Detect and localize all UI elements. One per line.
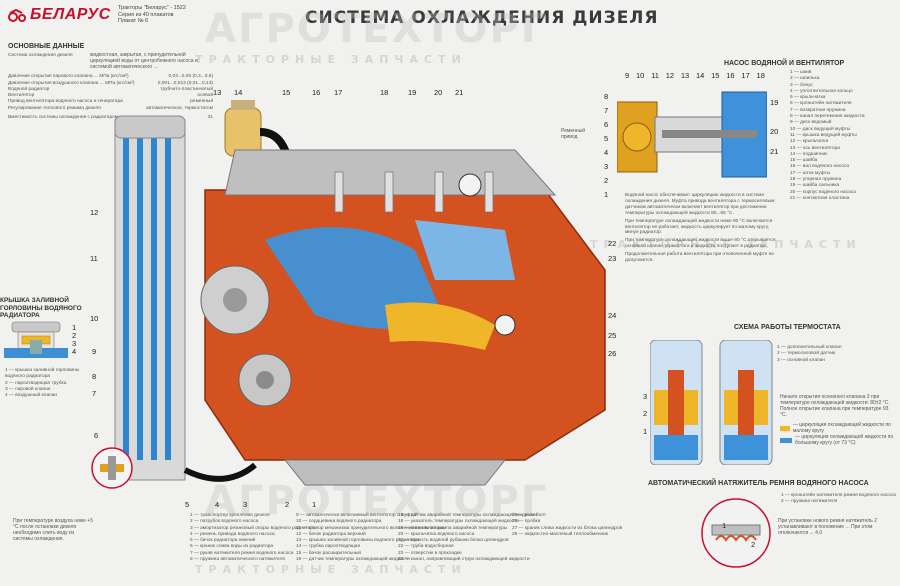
spec-row: Система охлаждения дизеля (8, 53, 73, 58)
callout-number: 2 (285, 500, 290, 509)
watermark-top: АГРОТЕХТОРГ (205, 6, 549, 52)
callout-number: 21 (455, 88, 464, 97)
callout-number: 16 (312, 88, 321, 97)
callout-number: 3 (72, 339, 77, 348)
callout-number: 2 (643, 409, 648, 418)
belt-tensioner-drawing (701, 498, 771, 568)
callout-number: 5 (185, 500, 190, 509)
callout-number: 2 (72, 331, 77, 340)
water-pump-fan-drawing (617, 91, 767, 178)
callout-number: 10 (90, 314, 99, 323)
callout-number: 1 (72, 323, 77, 332)
main-legend-col2: 9 — автоматически включаемый вентилятор … (296, 513, 444, 563)
brand-name: БЕЛАРУС (30, 6, 111, 23)
callout-number: 19 (770, 98, 779, 107)
callout-number: 1 (643, 427, 648, 436)
callout-number: 12 (90, 208, 99, 217)
callout-number: 1 (312, 500, 317, 509)
callout-number: 9 (92, 347, 97, 356)
callout-number: 21 (770, 147, 779, 156)
callout-number: 13 (213, 88, 222, 97)
thermostat-title: СХЕМА РАБОТЫ ТЕРМОСТАТА (734, 324, 841, 331)
callout-number: 15 (282, 88, 291, 97)
callout-number: 22 (608, 239, 617, 248)
thermostat-legend: 1 — дополнительный клапан 2 — термосилов… (777, 345, 842, 363)
thermostat-notes: Начало открытия основного клапана 3 при … (780, 394, 890, 418)
pump-top-callouts: 9 10 11 12 13 14 15 16 17 18 (625, 71, 765, 80)
header-info: Тракторы "Беларус" - 1522 Серия из 40 пл… (118, 5, 186, 25)
radiator-cap-legend: 1 — крышка заливной горловины водяного р… (5, 368, 80, 399)
tensioner-title: АВТОМАТИЧЕСКИЙ НАТЯЖИТЕЛЬ РЕМНЯ ВОДЯНОГО… (648, 480, 869, 487)
watermark-bottom: АГРОТЕХТОРГ (205, 478, 549, 524)
pump-left-callouts: 8 7 6 5 4 3 2 1 (604, 92, 609, 199)
watermark-mid-sub: ТРАКТОРНЫЕ ЗАПЧАСТИ (590, 238, 862, 251)
callout-number: 20 (434, 88, 443, 97)
spec-value: жидкостная, закрытая, с принудительной ц… (90, 52, 198, 71)
callout-number: 23 (608, 254, 617, 263)
tensioner-legend: 1 — кронштейн натяжителя ремня водяного … (781, 493, 896, 505)
radiator-cap-drawing (4, 321, 68, 358)
drain-cock-detail (91, 447, 133, 489)
radiator-cap-title: КРЫШКА ЗАЛИВНОЙ ГОРЛОВИНЫ ВОДЯНОГО РАДИА… (0, 297, 82, 319)
page-title: СИСТЕМА ОХЛАЖДЕНИЯ ДИЗЕЛЯ (305, 8, 659, 28)
tractor-logo-icon (8, 8, 26, 22)
callout-number: 11 (90, 254, 98, 263)
callout-number: 4 (72, 347, 77, 356)
small-circuit-swatch (780, 425, 790, 431)
callout-number: 8 (92, 372, 97, 381)
pump-fan-title: НАСОС ВОДЯНОЙ И ВЕНТИЛЯТОР (724, 60, 845, 67)
thermostat-diagram (650, 340, 773, 465)
basic-data-panel: ОСНОВНЫЕ ДАННЫЕ Система охлаждения дизел… (8, 43, 213, 121)
callout-number: 6 (94, 431, 99, 440)
engine-cutaway-illustration (114, 100, 606, 486)
header-info-line: Серия из 40 плакатов (118, 11, 174, 18)
header-info-line: Плакат № 6 (118, 18, 149, 24)
callout-number: 1 (722, 521, 727, 530)
winter-drain-note: При температуре воздуха ниже +5 °С после… (13, 518, 93, 542)
callout-number: 2 (751, 540, 756, 549)
spec-row: Привод вентилятора водяного насоса и ген… (8, 99, 213, 105)
callout-number: 26 (608, 349, 617, 358)
system-description: Водяной насос обеспечивает циркуляцию жи… (625, 193, 776, 264)
spec-row: Давление открытия воздушного клапана ...… (8, 80, 213, 86)
callout-number: 7 (92, 389, 97, 398)
main-legend-col3: 17 — датчик аварийной температуры охлажд… (398, 513, 537, 563)
callout-number: 17 (334, 88, 343, 97)
watermark-top-sub: ТРАКТОРНЫЕ ЗАПЧАСТИ (195, 53, 467, 66)
callout-number: 19 (408, 88, 417, 97)
spec-row: Вместимость системы охлаждения с радиато… (8, 115, 213, 121)
big-circuit-swatch (780, 437, 792, 443)
callout-number: 24 (608, 311, 617, 320)
callout-number: 18 (380, 88, 389, 97)
legend-small-circuit: — циркуляция охлаждающей жидкости по мал… (780, 422, 900, 434)
callout-number: 4 (215, 500, 220, 509)
callout-number: 14 (234, 88, 243, 97)
watermark-bottom-sub: ТРАКТОРНЫЕ ЗАПЧАСТИ (195, 563, 467, 576)
brand: БЕЛАРУС (8, 6, 111, 24)
callout-number: 20 (770, 127, 779, 136)
spec-row: Давление открытия парового клапана ... М… (8, 74, 213, 80)
tensioner-note: При установке нового ремня натяжитель 2 … (778, 518, 877, 536)
callout-number: 25 (608, 331, 617, 340)
basic-data-title: ОСНОВНЫЕ ДАННЫЕ (8, 43, 85, 50)
legend-big-circuit: — циркуляция охлаждающей жидкости по бол… (780, 434, 895, 446)
belt-drive-label: Ременный привод (561, 128, 586, 140)
callout-number: 3 (643, 392, 648, 401)
callout-number: 3 (243, 500, 248, 509)
header-info-line: Тракторы "Беларус" - 1522 (118, 5, 186, 11)
